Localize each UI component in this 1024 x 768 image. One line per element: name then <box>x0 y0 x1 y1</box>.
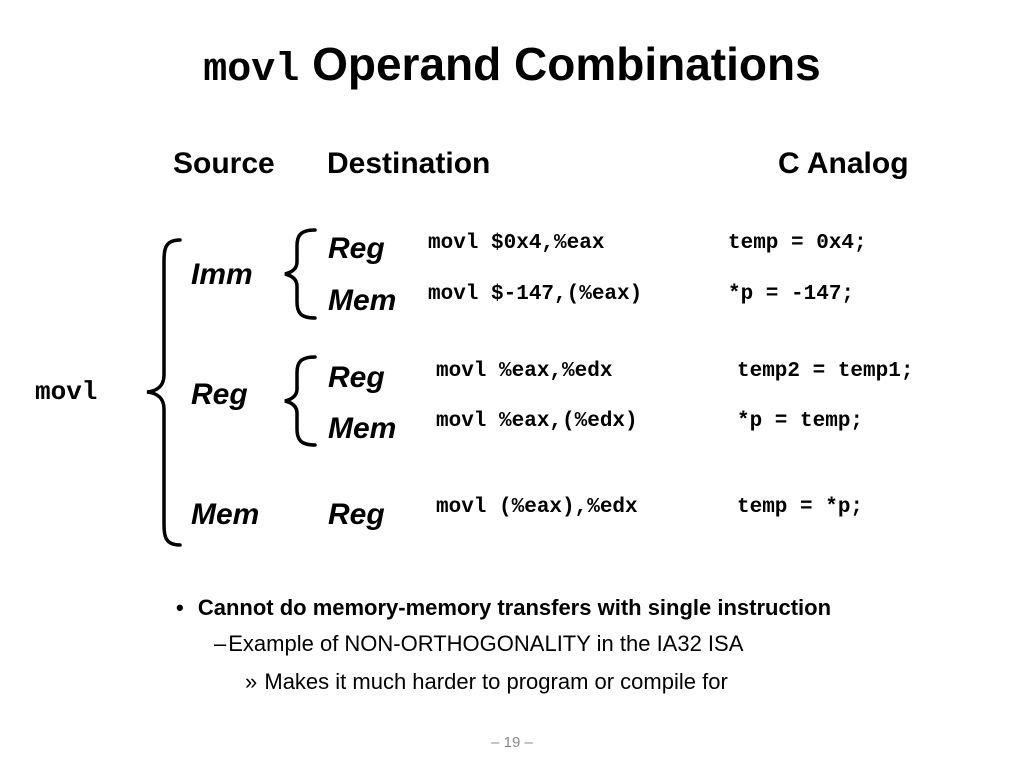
c-analog-row-3: temp2 = temp1; <box>737 360 914 383</box>
bullet-text-1: Cannot do memory-memory transfers with s… <box>197 595 832 620</box>
asm-row-4: movl %eax,(%edx) <box>436 410 638 433</box>
source-imm: Imm <box>191 258 253 291</box>
bullet-marker-3: » <box>245 669 258 694</box>
bullet-text-2: Example of NON-ORTHOGONALITY in the IA32… <box>228 631 744 656</box>
main-brace <box>146 238 182 547</box>
instruction-movl: movl <box>35 377 98 407</box>
source-mem: Mem <box>191 498 260 531</box>
bullet-marker-2: – <box>214 631 227 656</box>
dest-reg-1: Reg <box>328 232 385 265</box>
asm-row-5: movl (%eax),%edx <box>436 496 638 519</box>
bullet-level1: • Cannot do memory-memory transfers with… <box>176 594 831 622</box>
dest-mem-2: Mem <box>328 412 397 445</box>
asm-row-1: movl $0x4,%eax <box>428 232 605 255</box>
imm-brace <box>284 228 317 320</box>
title-code: movl <box>203 48 300 93</box>
header-source: Source <box>173 147 275 180</box>
dest-reg-2: Reg <box>328 361 385 394</box>
bullet-level2: –Example of NON-ORTHOGONALITY in the IA3… <box>214 630 743 658</box>
c-analog-row-2: *p = -147; <box>728 283 855 306</box>
header-destination: Destination <box>327 147 491 180</box>
source-reg: Reg <box>191 378 248 411</box>
header-c-analog: C Analog <box>778 147 909 180</box>
dest-mem-1: Mem <box>328 284 397 317</box>
page-number: – 19 – <box>491 734 533 751</box>
reg-brace <box>284 355 317 447</box>
bullet-level3: » Makes it much harder to program or com… <box>245 668 728 696</box>
dest-reg-3: Reg <box>328 498 385 531</box>
c-analog-row-4: *p = temp; <box>737 410 864 433</box>
slide-title: movl Operand Combinations <box>0 36 1024 99</box>
asm-row-3: movl %eax,%edx <box>436 360 613 383</box>
asm-row-2: movl $-147,(%eax) <box>428 283 643 306</box>
title-text: Operand Combinations <box>312 38 821 90</box>
bullet-text-3: Makes it much harder to program or compi… <box>264 669 728 694</box>
c-analog-row-5: temp = *p; <box>737 496 864 519</box>
bullet-marker-1: • <box>176 595 184 620</box>
c-analog-row-1: temp = 0x4; <box>728 232 867 255</box>
